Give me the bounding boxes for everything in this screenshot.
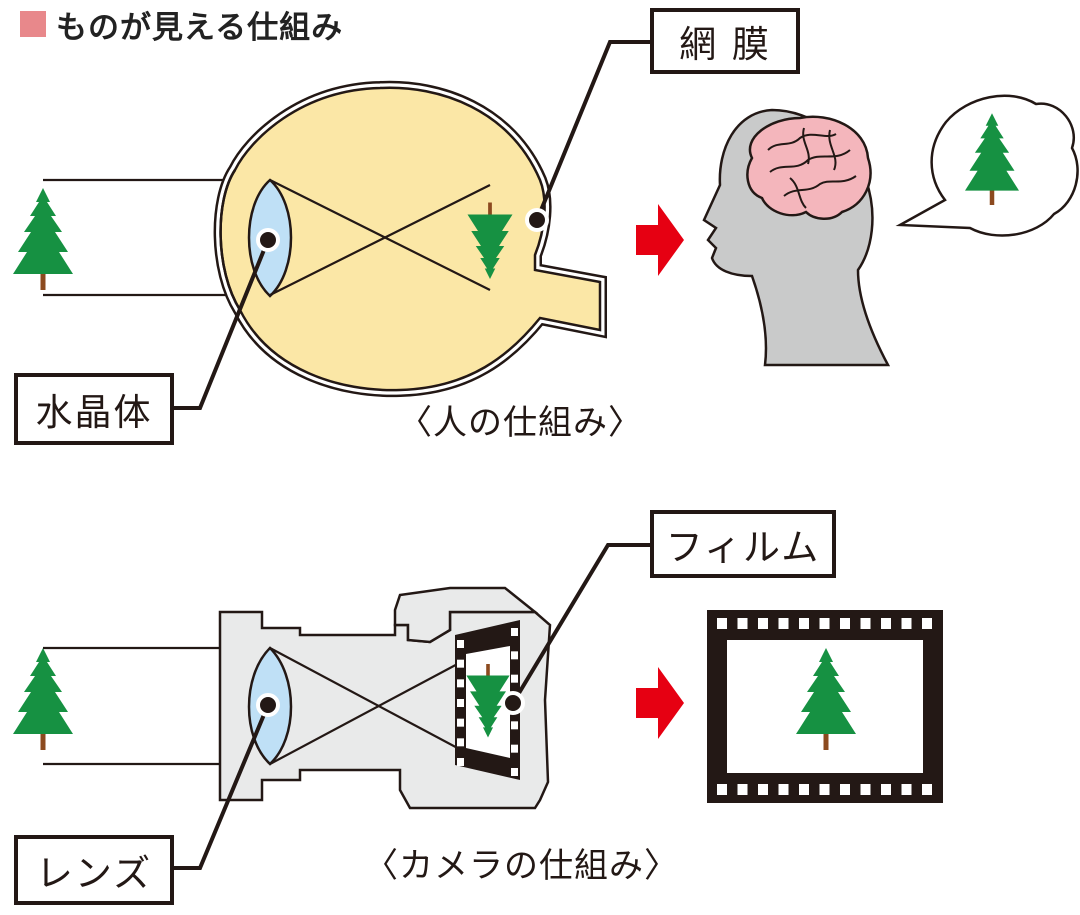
- film-sprocket-hole: [758, 618, 768, 629]
- film-sprocket-hole: [860, 618, 871, 629]
- lens-label: レンズ: [14, 835, 174, 905]
- film-sprocket-hole: [457, 699, 464, 707]
- film-sprocket-hole: [457, 718, 464, 727]
- light-ray: [269, 651, 481, 765]
- film-sprocket-hole: [511, 674, 518, 683]
- eyeball: [213, 80, 607, 398]
- film-sprocket-hole: [778, 618, 789, 629]
- camera-lens-marker: [256, 693, 280, 717]
- film-sprocket-hole: [457, 679, 464, 688]
- lens-marker: [256, 228, 280, 252]
- object-tree-icon: [13, 188, 73, 290]
- film-sprocket-hole: [922, 618, 932, 629]
- film-sprocket-hole: [860, 784, 871, 795]
- light-ray: [269, 179, 491, 291]
- title-text: ものが見える仕組み: [56, 9, 344, 46]
- lens-leader-line: [172, 704, 270, 870]
- retina-label: 網 膜: [650, 8, 800, 74]
- right-arrow-icon: [636, 667, 684, 739]
- film-sprocket-hole: [511, 768, 518, 776]
- film-sprocket-hole: [457, 640, 464, 648]
- film-sprocket-hole: [511, 744, 518, 753]
- film-sprocket-hole: [511, 651, 518, 660]
- film-sprocket-hole: [799, 618, 809, 629]
- light-ray: [269, 647, 481, 761]
- film-sprocket-hole: [737, 618, 748, 629]
- film-sprocket-hole: [901, 618, 912, 629]
- film-sprocket-hole: [511, 721, 518, 730]
- film-sprocket-hole: [758, 784, 768, 795]
- retina-marker: [525, 208, 549, 232]
- film-sprocket-hole: [819, 618, 830, 629]
- film-sprocket-hole: [799, 784, 809, 795]
- human-caption: 〈人の仕組み〉: [398, 403, 643, 443]
- film-sprocket-hole: [840, 618, 850, 629]
- brain-icon: [746, 115, 872, 220]
- film-sprocket-hole: [717, 784, 727, 795]
- film-sprocket-hole: [457, 758, 464, 766]
- film-marker: [501, 691, 525, 715]
- film-sprocket-hole: [717, 618, 727, 629]
- film-sprocket-hole: [511, 628, 518, 636]
- film-label: フィルム: [650, 510, 836, 578]
- film-sprocket-hole: [457, 659, 464, 668]
- camera-caption: 〈カメラの仕組み〉: [364, 846, 679, 886]
- right-arrow-icon: [636, 204, 684, 276]
- diagram-title: ものが見える仕組み: [20, 4, 344, 46]
- film-leader-line: [511, 543, 650, 705]
- crystalline-lens-label: 水晶体: [14, 373, 174, 445]
- light-ray: [269, 184, 491, 296]
- title-marker: [20, 11, 46, 37]
- film-sprocket-hole: [881, 618, 891, 629]
- film-sprocket-hole: [737, 784, 748, 795]
- retina-leader-line: [535, 40, 650, 221]
- film-sprocket-hole: [840, 784, 850, 795]
- film-sprocket-hole: [778, 784, 789, 795]
- film-sprocket-hole: [922, 784, 932, 795]
- film-sprocket-hole: [819, 784, 830, 795]
- film-sprocket-hole: [881, 784, 891, 795]
- object-tree-icon: [13, 648, 73, 750]
- lens-leader-line: [172, 239, 270, 410]
- film-sprocket-hole: [901, 784, 912, 795]
- film-sprocket-hole: [457, 738, 464, 747]
- camera-top: [393, 586, 539, 644]
